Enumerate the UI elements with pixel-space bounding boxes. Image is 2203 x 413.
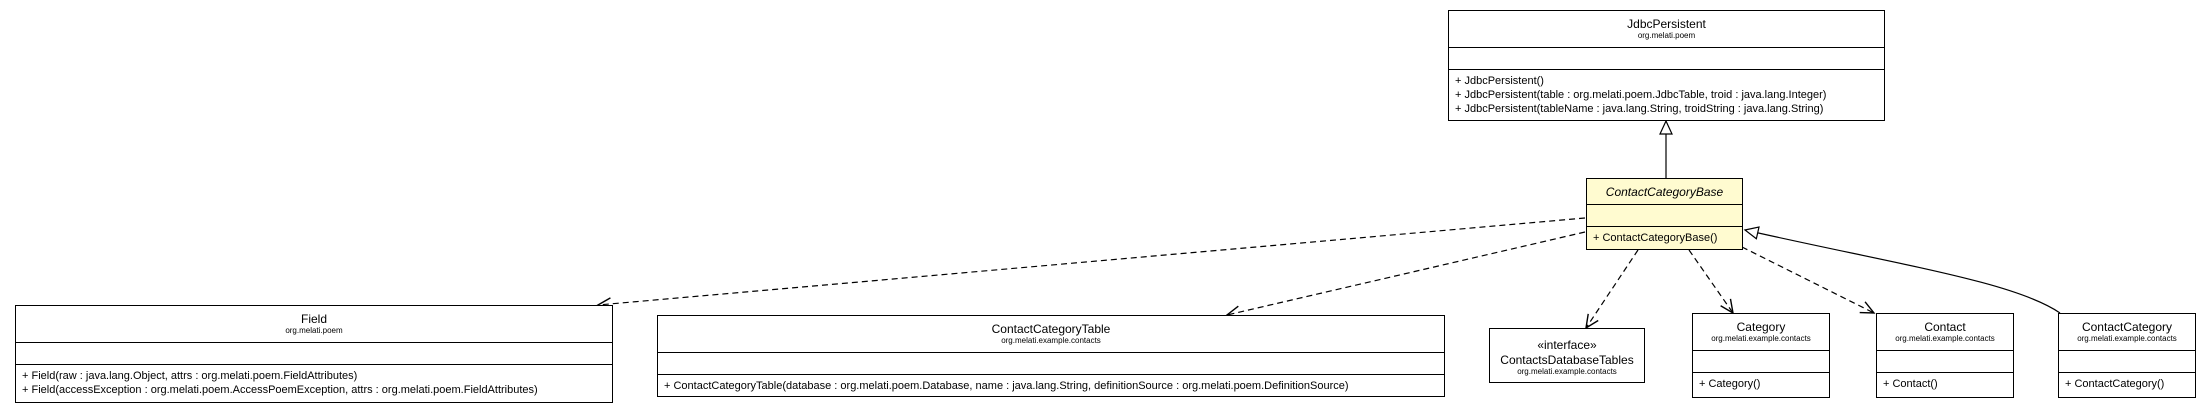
class-header: JdbcPersistent org.melati.poem [1449,11,1884,47]
operation: + JdbcPersistent(tableName : java.lang.S… [1455,103,1824,115]
dependency-to-field [596,217,1586,311]
operations-section: + ContactCategoryBase() [1587,226,1742,245]
class-contact: Contact org.melati.example.contacts + Co… [1876,313,2014,398]
operation: + Field(accessException : org.melati.poe… [22,384,538,396]
class-contactcategorybase: ContactCategoryBase + ContactCategoryBas… [1586,178,1743,250]
operation: + Category() [1699,378,1761,390]
dependency-to-contactsdatabasetables [1585,249,1639,330]
operation: + Contact() [1883,378,1938,390]
class-header: ContactCategoryBase [1587,179,1742,204]
class-header: Contact org.melati.example.contacts [1877,314,2013,350]
operation: + ContactCategoryTable(database : org.me… [664,380,1349,392]
operation: + JdbcPersistent() [1455,75,1544,87]
class-package: org.melati.example.contacts [1517,367,1617,376]
class-package: org.melati.example.contacts [1001,336,1101,345]
operations-section: + Contact() [1877,372,2013,391]
class-jdbcpersistent: JdbcPersistent org.melati.poem + JdbcPer… [1448,10,1885,121]
operations-section: + ContactCategoryTable(database : org.me… [658,374,1444,393]
class-contactcategorytable: ContactCategoryTable org.melati.example.… [657,315,1445,397]
dependency-to-contactcategorytable [1225,231,1586,319]
operations-section: + ContactCategory() [2059,372,2195,391]
class-name: Field [300,312,327,326]
class-package: org.melati.example.contacts [1711,334,1811,343]
dependency-to-contact [1741,246,1876,314]
class-package: org.melati.poem [285,326,343,335]
generalization-contactcategory-to-base [1743,226,2061,314]
class-package: org.melati.example.contacts [2077,334,2177,343]
attributes-section [1877,350,2013,372]
class-name: Category [1736,320,1786,334]
operations-section: + JdbcPersistent() + JdbcPersistent(tabl… [1449,69,1884,116]
class-name: ContactCategory [2081,320,2173,334]
attributes-section [16,342,612,364]
class-field: Field org.melati.poem + Field(raw : java… [15,305,613,403]
operations-section: + Category() [1693,372,1829,391]
attributes-section [1693,350,1829,372]
class-name: Contact [1924,320,1966,334]
class-header: Field org.melati.poem [16,306,612,342]
class-package: org.melati.poem [1637,31,1696,40]
operation: + Field(raw : java.lang.Object, attrs : … [22,370,358,382]
dependency-to-category [1688,249,1734,315]
operation: + ContactCategoryBase() [1593,232,1718,244]
class-package: org.melati.example.contacts [1895,334,1995,343]
attributes-section [1587,204,1742,226]
attributes-section [658,352,1444,374]
operation: + ContactCategory() [2065,378,2165,390]
operation: + JdbcPersistent(table : org.melati.poem… [1455,89,1827,101]
class-header: ContactCategoryTable org.melati.example.… [658,316,1444,352]
attributes-section [1449,47,1884,69]
class-contactcategory: ContactCategory org.melati.example.conta… [2058,313,2196,398]
interface-contactsdatabasetables: «interface» ContactsDatabaseTables org.m… [1489,328,1645,383]
class-name: JdbcPersistent [1627,17,1706,31]
class-name: ContactCategoryTable [991,322,1111,336]
class-header: Category org.melati.example.contacts [1693,314,1829,350]
class-name: ContactsDatabaseTables [1500,353,1634,367]
interface-stereotype: «interface» [1537,338,1597,352]
operations-section: + Field(raw : java.lang.Object, attrs : … [16,364,612,397]
attributes-section [2059,350,2195,372]
class-name: ContactCategoryBase [1605,185,1724,199]
class-category: Category org.melati.example.contacts + C… [1692,313,1830,398]
class-header: ContactCategory org.melati.example.conta… [2059,314,2195,350]
